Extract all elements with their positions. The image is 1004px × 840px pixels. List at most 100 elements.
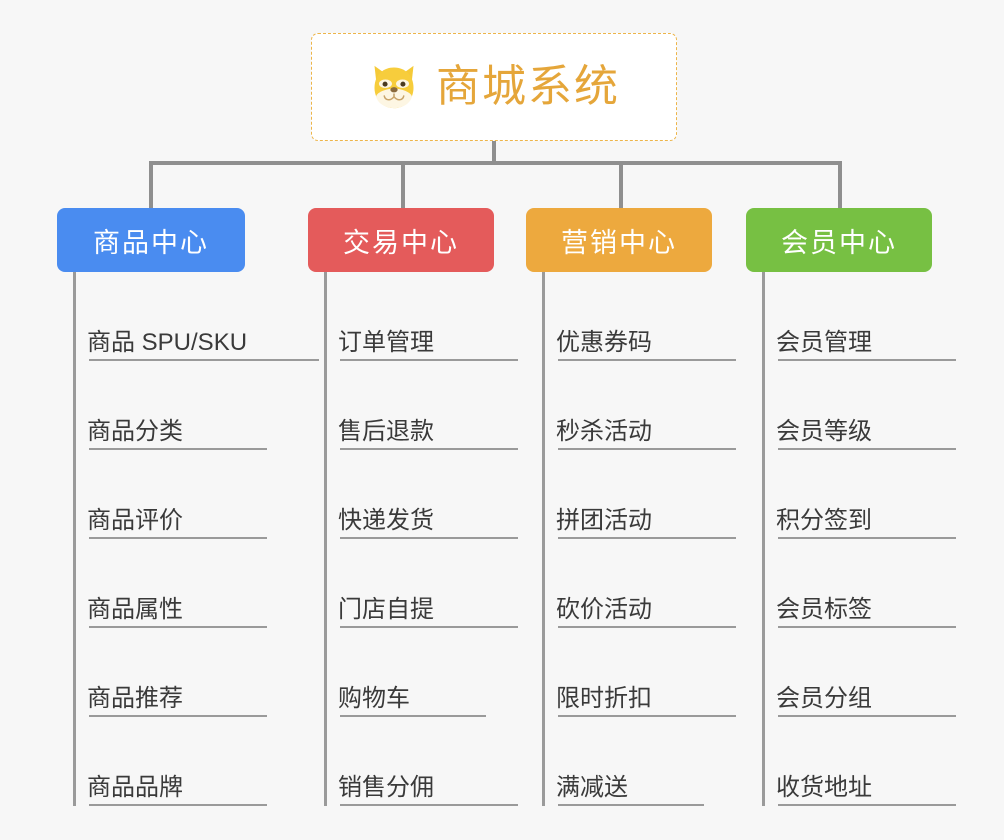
leaf-rule xyxy=(340,448,518,450)
leaf-label: 门店自提 xyxy=(338,596,434,624)
list-item[interactable]: 商品评价 xyxy=(73,450,267,539)
leaf-rule xyxy=(558,359,736,361)
branch-header-label-3: 会员中心 xyxy=(781,227,897,258)
branch-spine-1 xyxy=(324,272,327,806)
list-item[interactable]: 门店自提 xyxy=(324,539,518,628)
list-item[interactable]: 商品推荐 xyxy=(73,628,267,717)
list-item[interactable]: 购物车 xyxy=(324,628,494,717)
leaf-label: 会员分组 xyxy=(776,685,872,713)
list-item[interactable]: 商品品牌 xyxy=(73,717,267,806)
connector-drop-3 xyxy=(838,161,842,209)
list-item[interactable]: 商品属性 xyxy=(73,539,267,628)
leaf-rule xyxy=(778,537,956,539)
leaf-rule xyxy=(558,715,736,717)
leaf-label: 售后退款 xyxy=(338,418,434,446)
branch-column-1: 交易中心 订单管理 售后退款 快递发货 门店自提 购物车 xyxy=(308,208,518,806)
branch-header-0[interactable]: 商品中心 xyxy=(57,208,245,272)
branch-spine-2 xyxy=(542,272,545,806)
leaf-label: 商品分类 xyxy=(87,418,183,446)
leaf-rule xyxy=(558,448,736,450)
branch-header-3[interactable]: 会员中心 xyxy=(746,208,932,272)
branch-column-0: 商品中心 商品 SPU/SKU 商品分类 商品评价 商品属性 商品推荐 xyxy=(57,208,319,806)
list-item[interactable]: 商品分类 xyxy=(73,361,267,450)
branch-items-2: 优惠券码 秒杀活动 拼团活动 砍价活动 限时折扣 满减送 xyxy=(526,272,736,806)
leaf-label: 快递发货 xyxy=(338,507,434,535)
list-item[interactable]: 销售分佣 xyxy=(324,717,518,806)
branch-column-2: 营销中心 优惠券码 秒杀活动 拼团活动 砍价活动 限时折扣 xyxy=(526,208,736,806)
connector-stem xyxy=(492,141,496,165)
leaf-rule xyxy=(558,804,704,806)
leaf-label: 满减送 xyxy=(556,774,628,802)
list-item[interactable]: 会员管理 xyxy=(762,272,956,361)
list-item[interactable]: 积分签到 xyxy=(762,450,956,539)
leaf-rule xyxy=(778,804,956,806)
leaf-rule xyxy=(89,448,267,450)
root-node[interactable]: 商城系统 xyxy=(311,33,677,141)
leaf-label: 会员管理 xyxy=(776,329,872,357)
leaf-label: 限时折扣 xyxy=(556,685,652,713)
branch-header-1[interactable]: 交易中心 xyxy=(308,208,494,272)
leaf-rule xyxy=(558,537,736,539)
leaf-rule xyxy=(89,626,267,628)
connector-drop-1 xyxy=(401,161,405,209)
leaf-rule xyxy=(778,359,956,361)
leaf-rule xyxy=(89,715,267,717)
root-title: 商城系统 xyxy=(436,62,620,111)
branch-spine-0 xyxy=(73,272,76,806)
leaf-label: 商品推荐 xyxy=(87,685,183,713)
list-item[interactable]: 满减送 xyxy=(542,717,712,806)
list-item[interactable]: 快递发货 xyxy=(324,450,518,539)
leaf-rule xyxy=(340,359,518,361)
leaf-rule xyxy=(778,626,956,628)
branch-column-3: 会员中心 会员管理 会员等级 积分签到 会员标签 会员分组 xyxy=(746,208,956,806)
list-item[interactable]: 会员标签 xyxy=(762,539,956,628)
leaf-rule xyxy=(340,537,518,539)
leaf-rule xyxy=(340,715,486,717)
leaf-label: 商品品牌 xyxy=(87,774,183,802)
connector-drop-0 xyxy=(149,161,153,209)
leaf-label: 拼团活动 xyxy=(556,507,652,535)
leaf-label: 砍价活动 xyxy=(556,596,652,624)
leaf-rule xyxy=(778,448,956,450)
list-item[interactable]: 砍价活动 xyxy=(542,539,736,628)
branch-items-1: 订单管理 售后退款 快递发货 门店自提 购物车 销售分佣 xyxy=(308,272,518,806)
list-item[interactable]: 优惠券码 xyxy=(542,272,736,361)
leaf-label: 购物车 xyxy=(338,685,410,713)
leaf-label: 销售分佣 xyxy=(338,774,434,802)
list-item[interactable]: 商品 SPU/SKU xyxy=(73,272,319,361)
shiba-dog-face-icon xyxy=(374,65,414,109)
leaf-label: 订单管理 xyxy=(338,329,434,357)
leaf-rule xyxy=(558,626,736,628)
list-item[interactable]: 限时折扣 xyxy=(542,628,736,717)
connector-drop-2 xyxy=(619,161,623,209)
leaf-rule xyxy=(89,537,267,539)
leaf-label: 积分签到 xyxy=(776,507,872,535)
branch-header-label-0: 商品中心 xyxy=(93,227,209,258)
list-item[interactable]: 收货地址 xyxy=(762,717,956,806)
leaf-label: 收货地址 xyxy=(776,774,872,802)
list-item[interactable]: 会员分组 xyxy=(762,628,956,717)
leaf-rule xyxy=(778,715,956,717)
branch-items-3: 会员管理 会员等级 积分签到 会员标签 会员分组 收货地址 xyxy=(746,272,956,806)
leaf-rule xyxy=(340,804,518,806)
leaf-label: 商品属性 xyxy=(87,596,183,624)
leaf-rule xyxy=(89,804,267,806)
list-item[interactable]: 会员等级 xyxy=(762,361,956,450)
list-item[interactable]: 订单管理 xyxy=(324,272,518,361)
leaf-label: 商品评价 xyxy=(87,507,183,535)
leaf-label: 优惠券码 xyxy=(556,329,652,357)
branch-spine-3 xyxy=(762,272,765,806)
leaf-label: 会员标签 xyxy=(776,596,872,624)
branch-items-0: 商品 SPU/SKU 商品分类 商品评价 商品属性 商品推荐 商品品牌 xyxy=(57,272,319,806)
connector-bus xyxy=(149,161,841,165)
branch-header-label-2: 营销中心 xyxy=(561,227,677,258)
list-item[interactable]: 秒杀活动 xyxy=(542,361,736,450)
leaf-label: 会员等级 xyxy=(776,418,872,446)
list-item[interactable]: 售后退款 xyxy=(324,361,518,450)
list-item[interactable]: 拼团活动 xyxy=(542,450,736,539)
leaf-label: 商品 SPU/SKU xyxy=(87,329,248,357)
leaf-label: 秒杀活动 xyxy=(556,418,652,446)
branch-header-2[interactable]: 营销中心 xyxy=(526,208,712,272)
leaf-rule xyxy=(340,626,518,628)
